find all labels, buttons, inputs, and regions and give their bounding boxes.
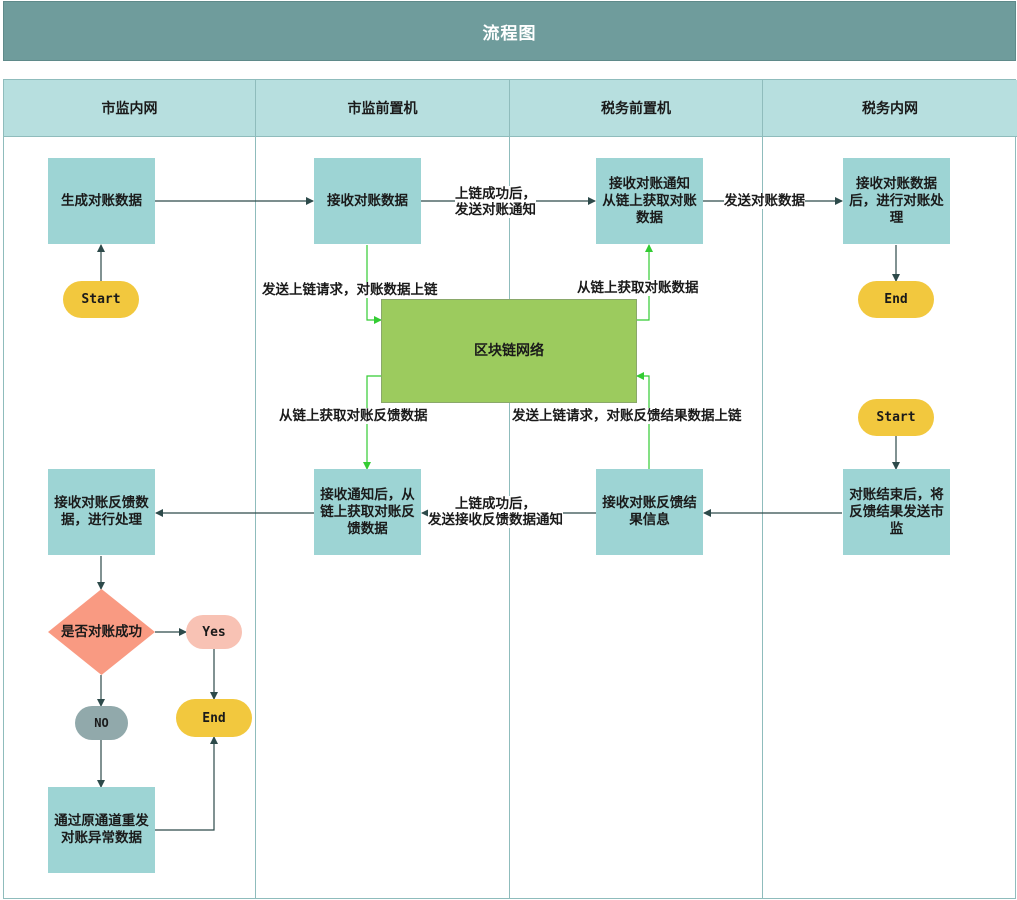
node-receive-recon-notice-text: 接收对账通知 从链上获取对账数据 [602,175,697,226]
lane-market-frontend: 市监前置机 [256,80,510,898]
node-start-left: Start [63,281,139,318]
node-receive-feedback-notice: 接收通知后，从链上获取对账反馈数据 [314,469,421,555]
page-title-bar: 流程图 [3,1,1016,61]
lane-tax-frontend: 税务前置机 [510,80,763,898]
node-start-right: Start [858,399,934,436]
node-blockchain-network: 区块链网络 [381,299,637,403]
node-receive-recon-data: 接收对账数据 [314,158,421,244]
node-resend-exception: 通过原通道重发对账异常数据 [48,787,155,873]
node-no: NO [75,706,128,740]
node-receive-feedback-process: 接收对账反馈数据，进行处理 [48,469,155,555]
node-tax-process-recon: 接收对账数据后，进行对账处理 [843,158,950,244]
node-generate-recon-data: 生成对账数据 [48,158,155,244]
edge-label-fetch-recon-data: 从链上获取对账数据 [577,280,699,296]
edge-label-upchain-success-notice: 上链成功后， 发送对账通知 [455,186,536,218]
node-end-right: End [858,281,934,318]
node-receive-recon-notice: 接收对账通知 从链上获取对账数据 [596,158,703,244]
node-end-left: End [176,699,252,737]
node-decision-success: 是否对账成功 [48,589,155,675]
lane-header: 税务内网 [763,80,1017,137]
node-receive-feedback-result: 接收对账反馈结果信息 [596,469,703,555]
lane-market-intranet: 市监内网 [4,80,256,898]
lane-tax-intranet: 税务内网 [763,80,1017,898]
edge-label-send-upchain-request: 发送上链请求，对账数据上链 [262,282,438,298]
edge-label-send-recon-data: 发送对账数据 [724,193,805,209]
edge-label-upchain-success-feedback-notice: 上链成功后， 发送接收反馈数据通知 [428,496,563,528]
swimlane-board: 市监内网 市监前置机 税务前置机 税务内网 [3,79,1017,899]
lane-header: 市监内网 [4,80,255,137]
edge-label-feedback-upchain-request: 发送上链请求，对账反馈结果数据上链 [512,408,742,424]
lane-header: 税务前置机 [510,80,762,137]
edge-label-fetch-feedback-data: 从链上获取对账反馈数据 [279,408,428,424]
decision-diamond-shape [48,589,155,675]
page-title: 流程图 [482,23,537,44]
node-yes: Yes [186,615,242,649]
lane-header: 市监前置机 [256,80,509,137]
decision-label: 是否对账成功 [61,623,142,640]
node-tax-send-feedback: 对账结束后，将反馈结果发送市监 [843,469,950,555]
